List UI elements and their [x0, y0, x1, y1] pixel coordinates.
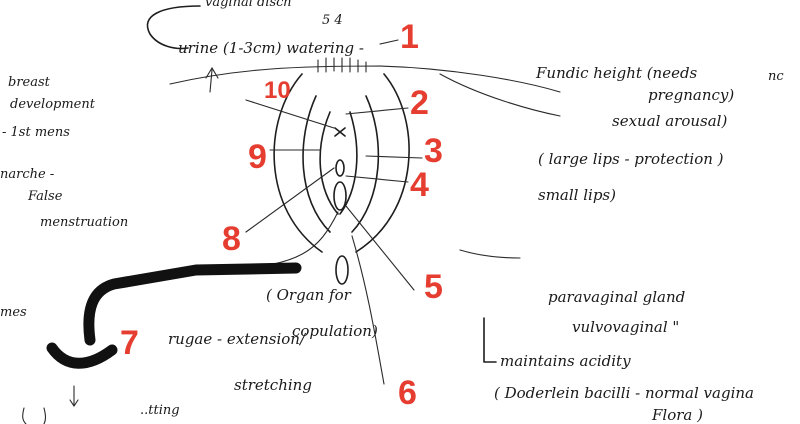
label-1: 1 — [400, 18, 419, 56]
label-9: 9 — [248, 138, 267, 176]
return-line — [439, 73, 561, 117]
clitoris-mark — [334, 127, 346, 137]
pointer-6 — [351, 235, 385, 385]
note-nc: nc — [768, 69, 784, 84]
partial-curve — [22, 407, 47, 424]
label-10: 10 — [264, 77, 291, 104]
arc-line — [169, 65, 561, 93]
note-false: False — [27, 189, 63, 204]
note-top-fragment: vaginal disch — [205, 0, 292, 10]
note-menstruation: menstruation — [40, 215, 128, 230]
note-sexual-arousal: sexual arousal) — [612, 112, 727, 130]
urine-up-arrow — [205, 66, 219, 93]
label-5: 5 — [424, 268, 443, 306]
vulva-sketch — [273, 57, 410, 285]
note-development: development — [10, 97, 96, 112]
note-urine: urine (1-3cm) watering - — [178, 39, 364, 57]
label-3: 3 — [424, 132, 443, 170]
pubic-hair-strokes — [317, 57, 367, 73]
top-bracket — [146, 5, 201, 50]
urethral-meatus — [335, 159, 345, 177]
note-breast: breast — [8, 75, 51, 90]
pointer-3 — [365, 155, 423, 159]
anus — [335, 255, 349, 285]
label-4: 4 — [410, 166, 429, 204]
note-pregnancy: pregnancy) — [648, 86, 734, 104]
note-top-small: 5 4 — [322, 13, 343, 28]
note-maintains: maintains acidity — [500, 352, 631, 370]
middle-contour — [302, 95, 380, 233]
note-copulation: copulation) — [292, 322, 378, 340]
pointer-4 — [345, 175, 409, 183]
pointer-10 — [245, 99, 335, 129]
pointer-5 — [345, 205, 415, 291]
pointer-2 — [345, 107, 409, 115]
note-flora: Flora ) — [651, 406, 703, 424]
maintains-bracket — [483, 317, 497, 363]
pointer-8 — [245, 167, 335, 233]
note-doderlein: ( Doderlein bacilli - normal vagina — [494, 384, 754, 402]
note-tting: ..tting — [140, 403, 180, 418]
note-vulvovaginal: vulvovaginal " — [572, 318, 679, 336]
note-narche: narche - — [0, 167, 54, 182]
note-small-lips: small lips) — [538, 186, 616, 204]
vaginal-opening — [333, 181, 347, 211]
label-2: 2 — [410, 84, 429, 122]
small-down-arrow — [69, 385, 79, 407]
note-mes: mes — [0, 305, 27, 320]
outer-labia — [273, 73, 410, 253]
note-stretching: stretching — [234, 376, 312, 394]
note-rugae: rugae - extension/ — [168, 330, 307, 348]
pointer-7-thin — [229, 211, 339, 271]
note-fundic-height: Fundic height (needs — [535, 64, 698, 82]
heavy-marker-arrow — [83, 262, 302, 346]
labia-minora — [319, 111, 358, 215]
note-organ-for: ( Organ for — [266, 286, 352, 304]
lips-line — [459, 249, 521, 259]
pointer-1 — [379, 39, 399, 45]
label-7: 7 — [120, 324, 139, 362]
note-large-lips: ( large lips - protection ) — [538, 150, 724, 168]
label-6: 6 — [398, 374, 417, 412]
note-first-mens: - 1st mens — [2, 125, 70, 140]
heavy-marker-arrowhead — [46, 342, 118, 369]
label-8: 8 — [222, 220, 241, 258]
note-paravaginal: paravaginal gland — [548, 288, 685, 306]
